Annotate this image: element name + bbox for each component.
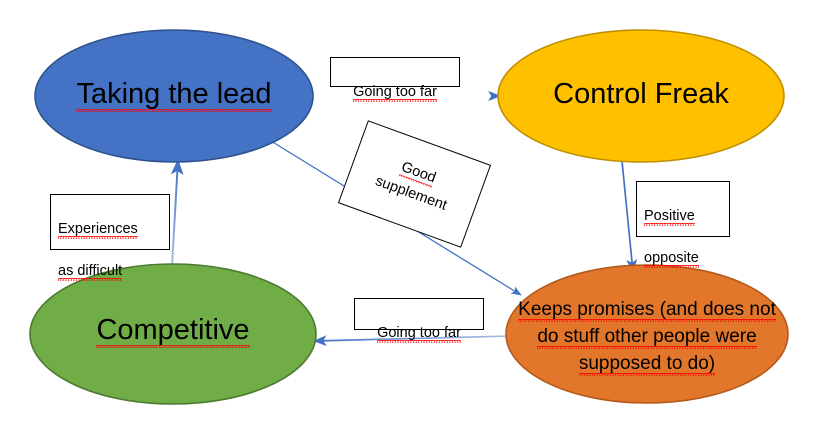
node-shape-control-freak[interactable]	[497, 29, 785, 163]
node-label-control-freak: Control Freak	[498, 78, 784, 111]
node-label-keeps-promises-line-2: do stuff other people were	[537, 326, 757, 347]
edge-label-positive-opposite[interactable]: Positive opposite	[636, 181, 730, 267]
node-control-freak[interactable]	[497, 29, 785, 163]
edge-label-positive-opposite-line-2: opposite	[644, 250, 699, 267]
node-label-competitive-text: Competitive	[96, 314, 250, 346]
node-label-taking-the-lead: Taking the lead	[35, 78, 313, 111]
node-label-keeps-promises-line-3: supposed to do)	[578, 353, 716, 374]
edge-label-going-too-far-top[interactable]: Going too far	[330, 57, 460, 101]
node-label-control-freak-text: Control Freak	[553, 78, 729, 110]
edge-label-experiences-line-1: Experiences	[58, 221, 138, 238]
edge-label-positive-opposite-line-1: Positive	[644, 208, 695, 225]
edge-competitive-to-lead[interactable]	[170, 158, 184, 267]
edge-layer	[170, 90, 638, 347]
edge-control-to-keeps-promises[interactable]	[621, 160, 638, 274]
edge-label-going-too-far-top-text: Going too far	[353, 84, 437, 101]
edge-label-experiences-as-difficult[interactable]: Experiences as difficult	[50, 194, 170, 280]
node-label-taking-the-lead-text: Taking the lead	[76, 78, 272, 110]
node-label-keeps-promises-line-1: Keeps promises (and does not	[518, 299, 776, 320]
node-label-competitive: Competitive	[30, 314, 316, 347]
edge-label-going-too-far-bottom[interactable]: Going too far	[354, 298, 484, 342]
edge-label-going-too-far-bottom-text: Going too far	[377, 325, 461, 342]
node-label-keeps-promises: Keeps promises (and does not do stuff ot…	[512, 296, 782, 377]
edge-label-experiences-line-2: as difficult	[58, 263, 123, 280]
